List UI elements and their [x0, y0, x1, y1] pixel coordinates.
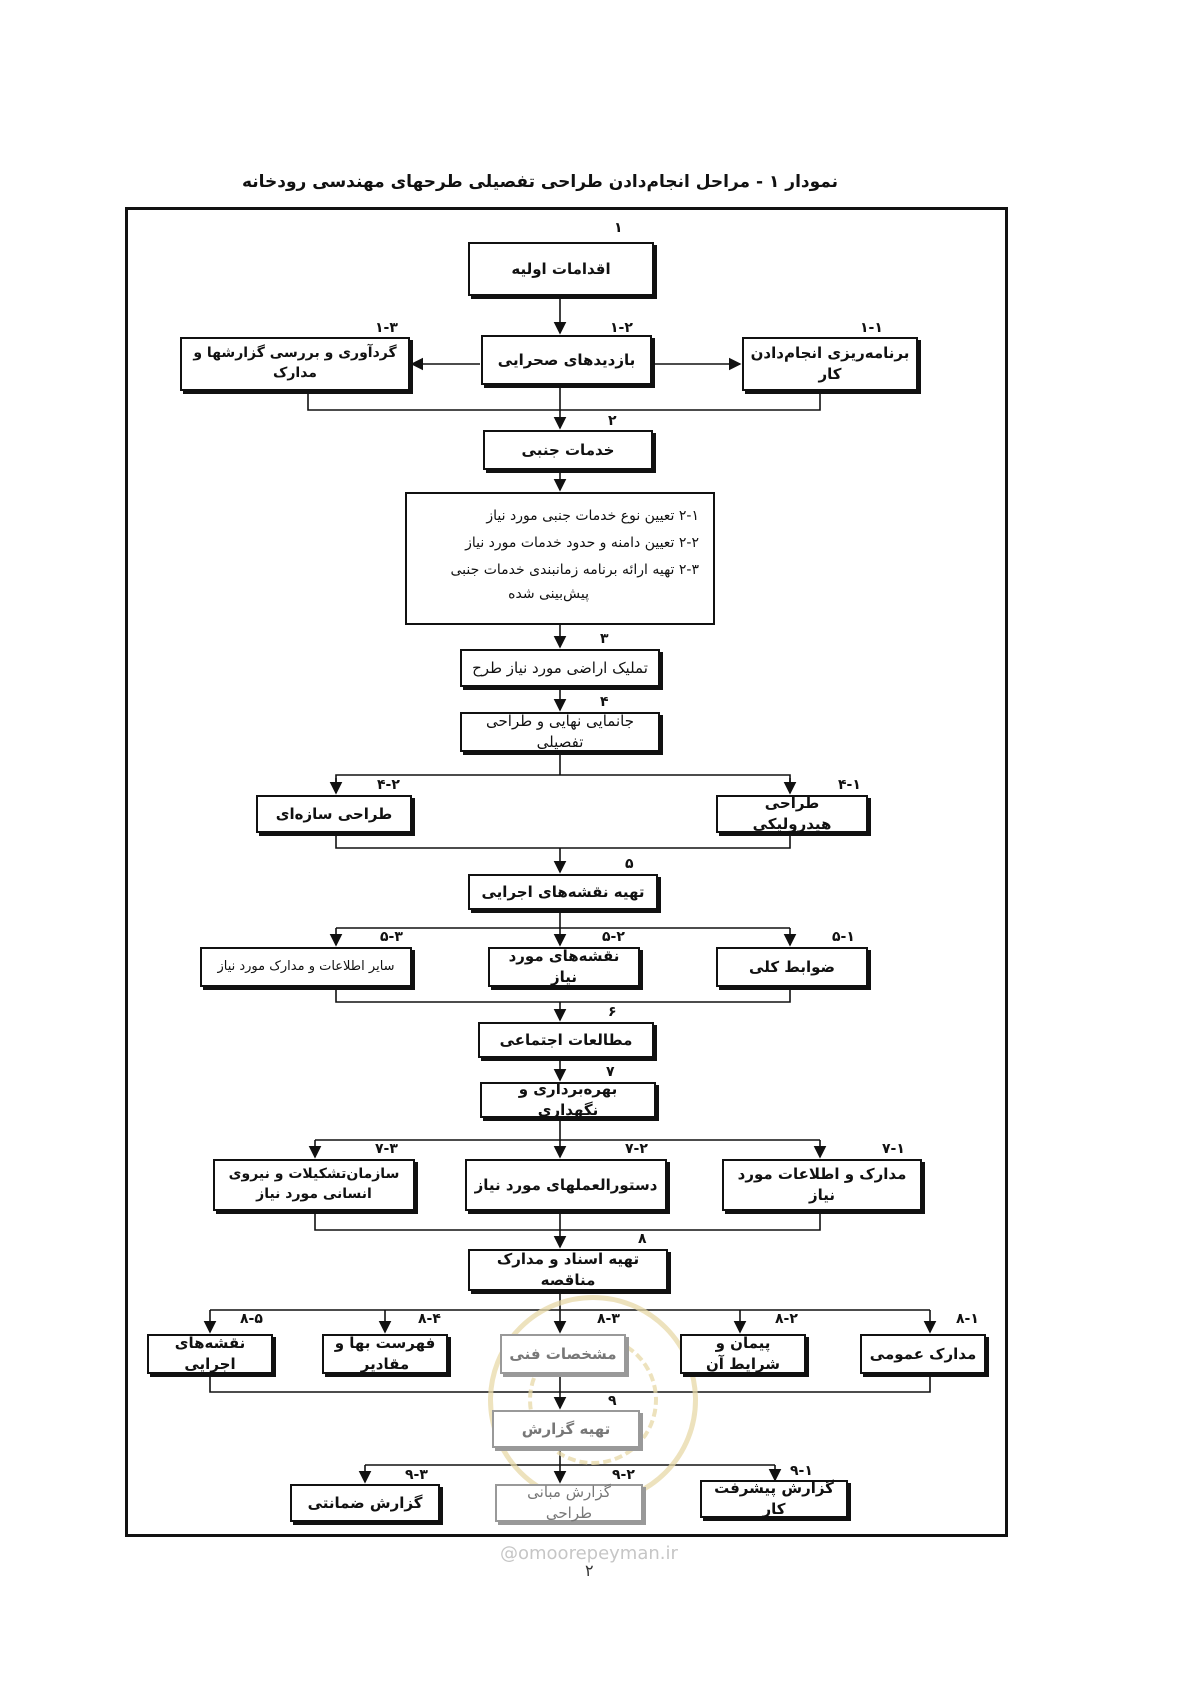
step-4-1-box: طراحی هیدرولیکی [716, 794, 868, 833]
step-number: ۸-۱ [956, 1311, 979, 1327]
step-number: ۵-۲ [602, 929, 625, 945]
seal-stamp [488, 1295, 698, 1505]
step-number: ۷-۲ [625, 1141, 648, 1157]
step-number: ۱-۱ [860, 320, 883, 336]
step-number: ۹ [608, 1393, 617, 1409]
step-4-box: جانمایی نهایی و طراحی تفصیلی [460, 712, 660, 752]
step-number: ۸ [638, 1231, 647, 1247]
watermark-text: @omoorepeyman.ir [500, 1543, 678, 1564]
list-item: ۲-۲ تعیین دامنه و حدود خدمات مورد نیاز [465, 534, 699, 551]
step-8-2-box: پیمان و شرایط آن [680, 1334, 806, 1374]
step-number: ۸-۳ [597, 1311, 620, 1327]
step-number: ۷-۱ [882, 1141, 905, 1157]
step-9-1-box: گزارش پیشرفت کار [700, 1479, 848, 1518]
step-number: ۱-۲ [610, 320, 633, 336]
step-4-2-box: طراحی سازه‌ای [256, 795, 412, 833]
step-5-3-box: سایر اطلاعات و مدارک مورد نیاز [200, 947, 412, 987]
step-number: ۴-۱ [838, 777, 861, 793]
step-number: ۵-۳ [380, 929, 403, 945]
step-1-2-box: بازدیدهای صحرایی [481, 335, 652, 385]
step-5-box: تهیه نقشه‌های اجرایی [468, 874, 658, 910]
step-number: ۹-۲ [612, 1467, 635, 1483]
step-number: ۱-۳ [375, 320, 398, 336]
step-number: ۸-۴ [418, 1311, 441, 1327]
step-8-4-box: فهرست بها و مقادیر [322, 1334, 448, 1374]
page-number: ۲ [585, 1561, 594, 1580]
step-number: ۸-۵ [240, 1311, 263, 1327]
step-number: ۸-۲ [775, 1311, 798, 1327]
list-item: پیش‌بینی شده [508, 586, 589, 603]
step-2-box: خدمات جنبی [483, 430, 653, 470]
step-1-3-box: گردآوری و بررسی گزارشها و مدارک [180, 337, 410, 391]
step-6-box: مطالعات اجتماعی [478, 1022, 654, 1058]
step-7-box: بهره‌برداری و نگهداری [480, 1080, 656, 1119]
step-number: ۴-۲ [377, 777, 400, 793]
list-item: ۲-۳ تهیه ارائه برنامه زمانبندی خدمات جنب… [450, 561, 699, 578]
step-8-3-box: مشخصات فنی [500, 1334, 626, 1374]
step-5-1-box: ضوابط کلی [716, 947, 868, 987]
step-8-box: تهیه اسناد و مدارک مناقصه [468, 1249, 668, 1291]
step-8-1-box: مدارک عمومی [860, 1334, 986, 1374]
diagram-frame [125, 207, 1008, 1537]
step-3-box: تملیک اراضی مورد نیاز طرح [460, 649, 660, 687]
step-number: ۵-۱ [832, 929, 855, 945]
list-item: ۲-۱ تعیین نوع خدمات جنبی مورد نیاز [486, 508, 699, 524]
step-9-3-box: گزارش ضمانتی [290, 1484, 440, 1522]
step-number: ۱ [614, 220, 623, 236]
step-number: ۷ [606, 1064, 615, 1080]
step-2-list: ۲-۱ تعیین نوع خدمات جنبی مورد نیاز ۲-۲ ت… [405, 492, 715, 625]
step-8-5-box: نقشه‌های اجرایی [147, 1334, 273, 1374]
diagram-title: نمودار ۱ - مراحل انجام‌دادن طراحی تفصیلی… [241, 172, 839, 192]
step-9-2-box: گزارش مبانی طراحی [495, 1483, 643, 1522]
step-number: ۴ [600, 694, 609, 710]
step-9-box: تهیه گزارش [492, 1410, 640, 1448]
step-number: ۳ [600, 631, 609, 647]
step-number: ۹-۱ [790, 1463, 813, 1479]
step-number: ۶ [608, 1004, 617, 1020]
step-1-1-box: برنامه‌ریزی انجام‌دادن کار [742, 337, 918, 391]
step-number: ۲ [608, 413, 617, 429]
step-1-box: اقدامات اولیه [468, 242, 654, 296]
step-number: ۹-۳ [405, 1467, 428, 1483]
step-7-3-box: سازمان‌تشکیلات و نیروی انسانی مورد نیاز [213, 1159, 415, 1211]
step-number: ۵ [625, 856, 634, 872]
step-number: ۷-۳ [375, 1141, 398, 1157]
step-7-1-box: مدارک و اطلاعات مورد نیاز [722, 1159, 922, 1211]
step-7-2-box: دستورالعملهای مورد نیاز [465, 1159, 667, 1211]
step-5-2-box: نقشه‌های مورد نیاز [488, 947, 640, 987]
